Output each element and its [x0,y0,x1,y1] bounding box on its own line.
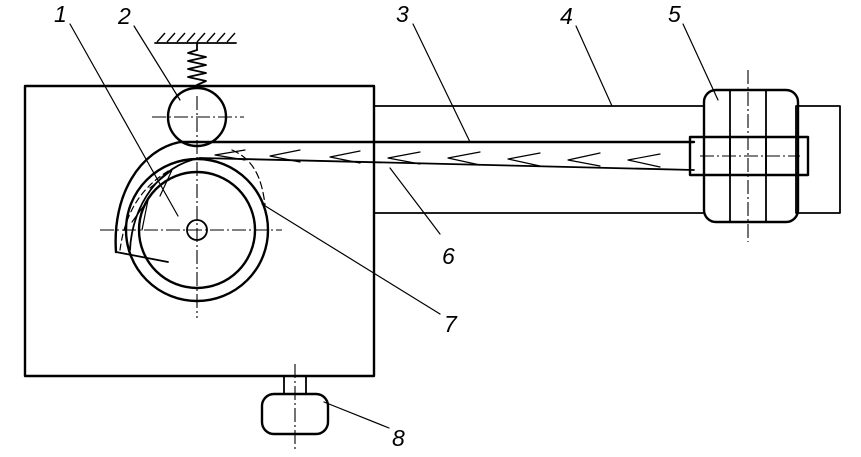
callout-3: 3 [396,1,409,27]
guide-arm [373,105,705,214]
bent-strip [114,140,696,263]
callout-7: 7 [444,311,458,337]
callout-6: 6 [442,243,455,269]
fixed-support [154,32,237,44]
callout-2: 2 [117,3,131,29]
callout-4: 4 [560,3,573,29]
leader-lines [69,23,719,429]
callout-8: 8 [392,425,405,451]
callout-5: 5 [668,1,681,27]
pressure-spring [187,42,207,89]
callout-1: 1 [54,1,67,27]
strip-spiral-pattern [131,149,661,231]
center-lines [100,70,800,450]
housing-frame [23,84,376,378]
